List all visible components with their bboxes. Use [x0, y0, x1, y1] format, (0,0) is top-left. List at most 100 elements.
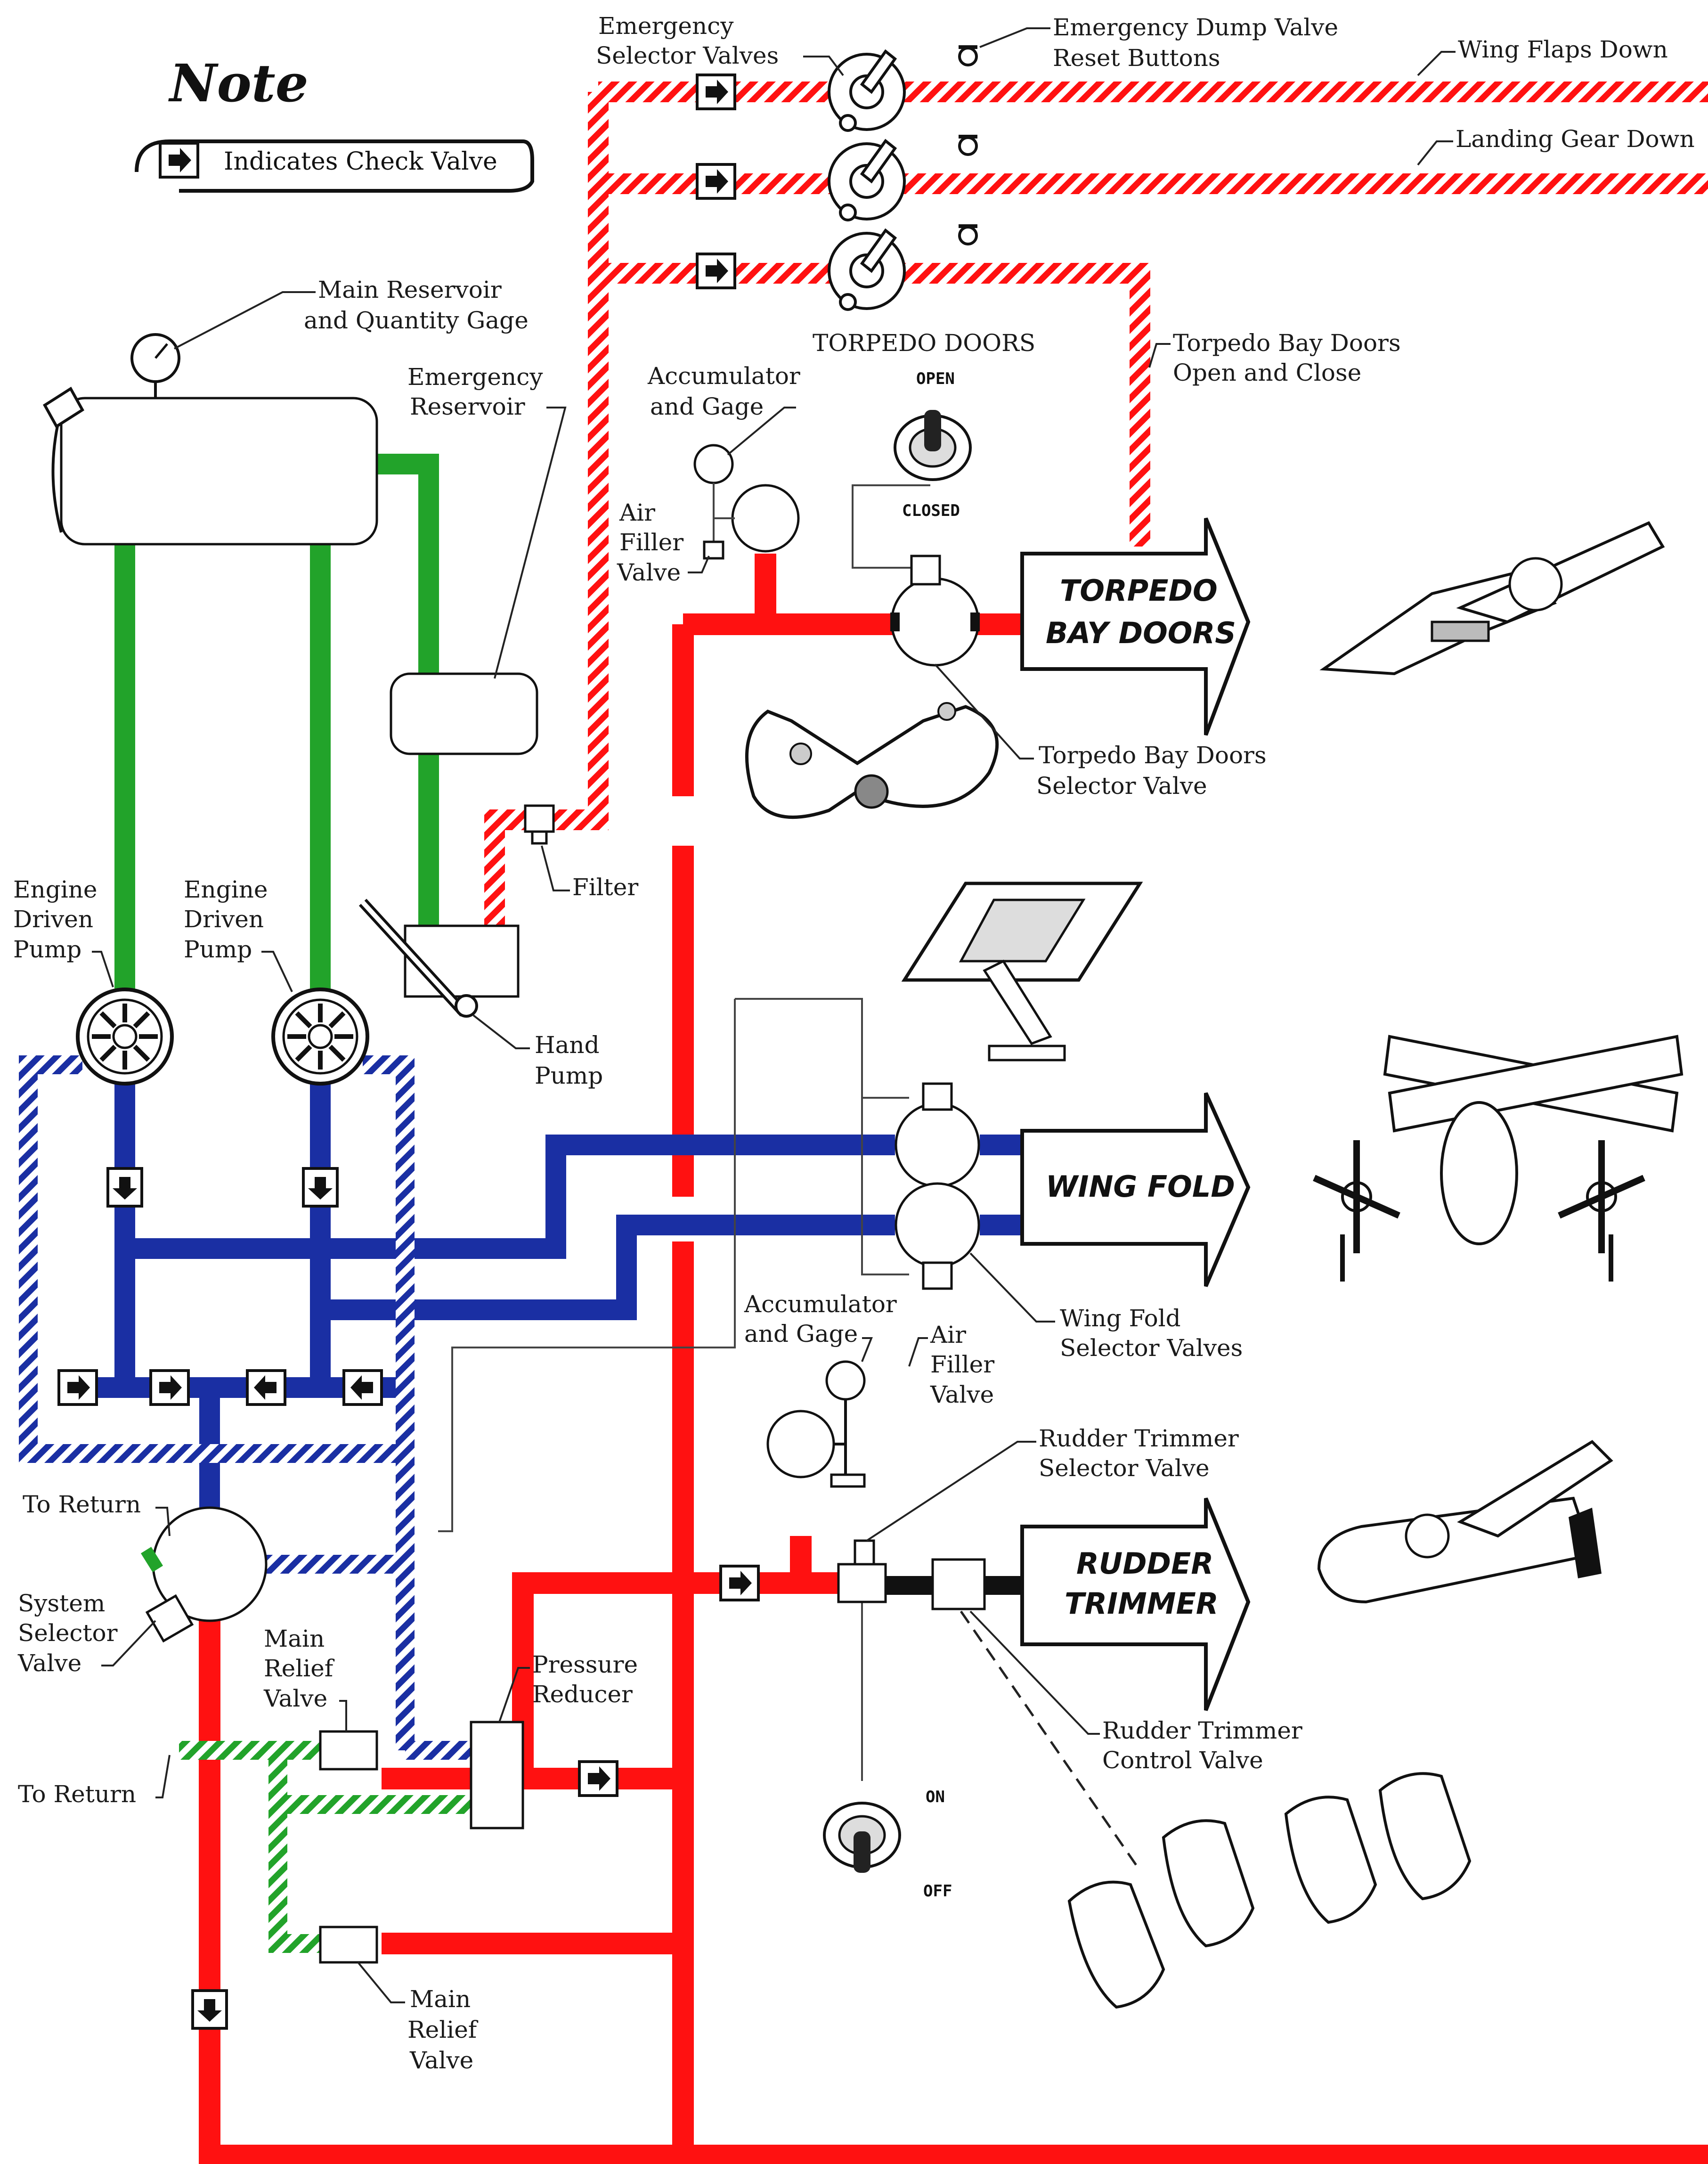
label-torpedo-selector-2: Selector Valve — [1036, 772, 1207, 800]
rudder-trimmer-switch[interactable]: ON OFF — [824, 1788, 952, 1901]
label-main-relief-bottom-1: Main — [410, 1985, 471, 2013]
label-main-relief-top-3: Valve — [263, 1685, 327, 1712]
check-valve-icon — [303, 1168, 337, 1206]
label-rudder-selector-2: Selector Valve — [1039, 1454, 1210, 1482]
torpedo-selector-valve — [890, 555, 980, 667]
check-valve-icon — [160, 143, 198, 177]
label-emergency-reservoir-2: Reservoir — [410, 393, 525, 420]
label-main-relief-bottom-3: Valve — [409, 2047, 473, 2074]
check-valve-icon — [579, 1762, 617, 1796]
label-accumulator-mid-2: and Gage — [744, 1320, 858, 1347]
leader-lines — [92, 27, 1456, 2003]
torpedo-doors-switch[interactable]: OPEN CLOSED — [895, 369, 970, 520]
label-torpedo-doors: TORPEDO DOORS — [813, 329, 1035, 357]
label-torpedo-open-close-1: Torpedo Bay Doors — [1173, 329, 1401, 357]
label-hand-pump-2: Pump — [535, 1062, 603, 1089]
check-valve-icon — [151, 1371, 188, 1405]
label-air-filler-mid-1: Air — [930, 1321, 966, 1348]
label-pressure-reducer-2: Reducer — [532, 1681, 633, 1708]
check-valve-icon — [247, 1371, 285, 1405]
label-pump-right-3: Pump — [184, 936, 252, 963]
switch-closed-label: CLOSED — [902, 501, 960, 520]
label-emergency-selector-2: Selector Valves — [596, 42, 779, 69]
label-air-filler-top-1: Air — [619, 499, 655, 526]
label-pump-left-2: Driven — [13, 906, 93, 933]
arrow-label: RUDDER — [1076, 1546, 1213, 1581]
label-air-filler-top-2: Filler — [619, 529, 683, 556]
switch-on-label: ON — [926, 1788, 945, 1806]
pressure-hatched-lines — [484, 82, 1708, 926]
wing-fold-arrow: WING FOLD — [1020, 1092, 1251, 1287]
rudder-trimmer-control-valve — [886, 1558, 1027, 1610]
accumulator-mid — [766, 1360, 866, 1488]
label-air-filler-mid-3: Valve — [930, 1381, 994, 1408]
accumulator-gage-icon — [693, 444, 734, 484]
engine-driven-pump-right — [273, 989, 367, 1084]
label-torpedo-selector-1: Torpedo Bay Doors — [1039, 742, 1267, 769]
dump-reset-button-icon — [958, 135, 978, 156]
label-to-return-top: To Return — [23, 1491, 141, 1518]
dump-reset-button-icon — [958, 224, 978, 245]
control-wires — [438, 484, 1141, 1871]
torpedo-bay-doors-arrow: TORPEDO BAY DOORS — [1020, 517, 1251, 736]
label-air-filler-top-3: Valve — [617, 559, 681, 586]
label-dump-valve-2: Reset Buttons — [1053, 44, 1220, 72]
label-landing-gear-down: Landing Gear Down — [1456, 125, 1695, 153]
label-accumulator-top-1: Accumulator — [647, 362, 800, 390]
return-lines — [114, 454, 439, 1008]
check-valve-icon — [697, 254, 735, 288]
label-to-return-bottom: To Return — [18, 1780, 136, 1808]
rudder-trimmer-selector-valve — [837, 1539, 887, 1603]
aircraft-rudder-trimmer-icon — [1317, 1440, 1613, 1604]
check-valve-icon — [697, 75, 735, 109]
check-valve-icon — [721, 1566, 758, 1600]
dump-reset-button-icon — [958, 45, 978, 66]
label-rudder-selector-1: Rudder Trimmer — [1039, 1425, 1239, 1452]
emergency-reservoir — [390, 672, 538, 755]
main-reservoir — [43, 333, 378, 546]
aircraft-torpedo-doors-icon — [1319, 521, 1665, 676]
label-system-selector-2: Selector — [18, 1619, 118, 1647]
check-valve-icon — [193, 1991, 227, 2028]
pump-hatched-lines — [19, 1055, 471, 1760]
arrow-label: TRIMMER — [1065, 1586, 1219, 1621]
pump-lines — [59, 1065, 1027, 1508]
rudder-trimmer-arrow: RUDDER TRIMMER — [1020, 1497, 1251, 1711]
accumulator-gage-icon — [825, 1360, 866, 1401]
pressure-lines — [199, 554, 1708, 2164]
filter — [524, 804, 555, 845]
arrow-label: BAY DOORS — [1046, 616, 1236, 650]
label-system-selector-1: System — [18, 1590, 105, 1617]
aircraft-wing-fold-icon — [1313, 1035, 1684, 1282]
hand-pump — [358, 898, 520, 1018]
check-valve-icon — [108, 1168, 142, 1206]
label-emergency-selector-1: Emergency — [598, 12, 734, 40]
switch-off-label: OFF — [923, 1882, 952, 1901]
system-selector-valve — [140, 1506, 268, 1643]
label-main-relief-top-1: Main — [264, 1625, 325, 1652]
label-accumulator-top-2: and Gage — [650, 393, 764, 420]
arrow-label: WING FOLD — [1046, 1169, 1235, 1204]
pressure-reducer — [470, 1721, 524, 1829]
label-system-selector-3: Valve — [17, 1650, 81, 1677]
label-hand-pump-1: Hand — [535, 1031, 600, 1059]
label-main-reservoir-1: Main Reservoir — [318, 276, 502, 303]
label-main-reservoir-2: and Quantity Gage — [304, 307, 529, 334]
label-main-relief-top-2: Relief — [264, 1655, 335, 1682]
label-wing-fold-selector-2: Selector Valves — [1060, 1334, 1243, 1362]
main-relief-valve-bottom — [319, 1926, 378, 1964]
label-wing-fold-selector-1: Wing Fold — [1060, 1305, 1181, 1332]
wing-fold-selector-valves — [895, 1082, 980, 1290]
label-rudder-control-1: Rudder Trimmer — [1102, 1717, 1302, 1744]
label-filter: Filter — [572, 874, 638, 901]
label-rudder-control-2: Control Valve — [1102, 1747, 1263, 1774]
label-emergency-reservoir-1: Emergency — [407, 363, 543, 391]
labels: Emergency Selector Valves Emergency Dump… — [13, 12, 1695, 2074]
label-pump-right-1: Engine — [184, 876, 268, 903]
arrow-label: TORPEDO — [1060, 573, 1218, 608]
label-pressure-reducer-1: Pressure — [532, 1651, 638, 1678]
check-valve-icon — [344, 1371, 382, 1405]
label-pump-right-2: Driven — [184, 906, 264, 933]
engine-driven-pump-left — [78, 989, 172, 1084]
